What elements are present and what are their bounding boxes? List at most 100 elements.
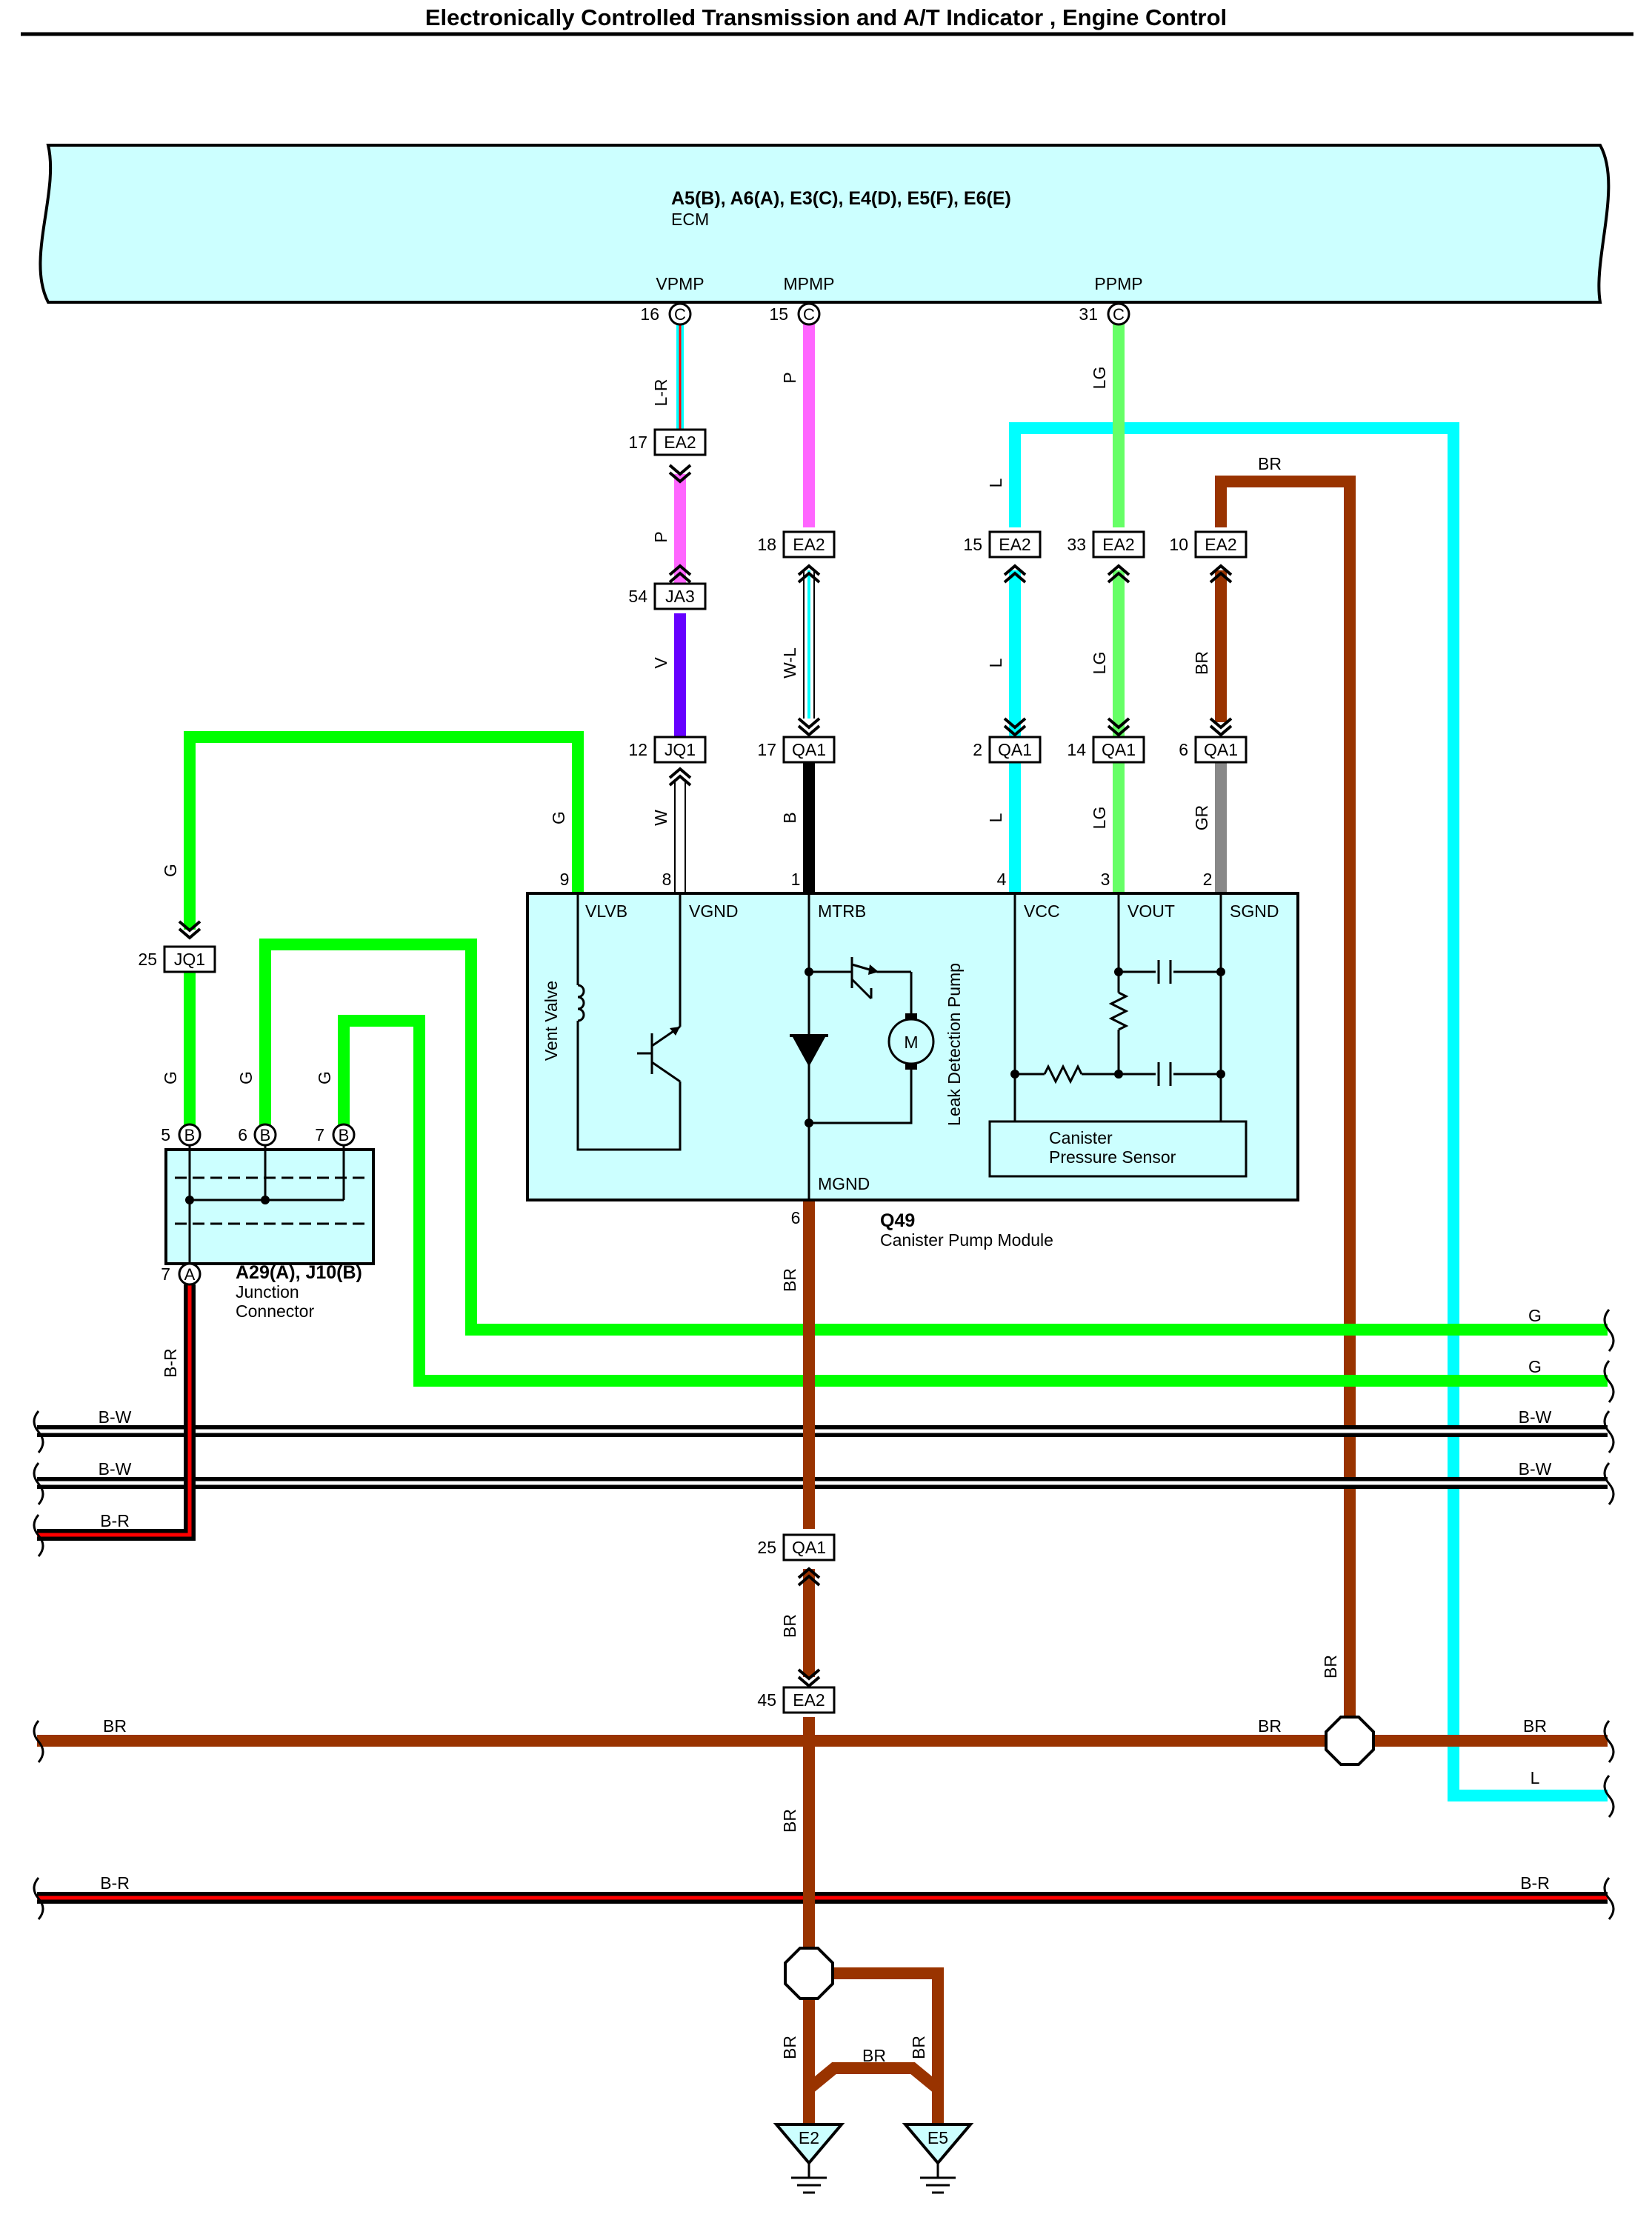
svg-text:10: 10 <box>1169 535 1188 554</box>
label-g-vlvb: G <box>549 811 568 824</box>
pin-4: 4 <box>997 870 1007 889</box>
label-g-5: G <box>161 1071 180 1084</box>
terminal-mtrb: MTRB <box>818 901 866 921</box>
svg-text:JA3: JA3 <box>665 587 695 606</box>
label-g-6: G <box>236 1071 256 1084</box>
label-br-right-vert: BR <box>1321 1655 1340 1679</box>
label-l-right: L <box>1531 1768 1540 1787</box>
wire-break-marks <box>33 1309 1615 1920</box>
svg-text:14: 14 <box>1067 740 1086 759</box>
svg-text:EA2: EA2 <box>999 535 1030 554</box>
svg-text:QA1: QA1 <box>1204 740 1238 759</box>
wire-l <box>1009 422 1608 1801</box>
connector-qa1-2: QA1 2 <box>973 736 1042 764</box>
junction-pin-7a: A7 <box>161 1262 201 1286</box>
ecm-connectors: A5(B), A6(A), E3(C), E4(D), E5(F), E6(E) <box>671 188 1011 209</box>
ecm-name: ECM <box>671 210 709 229</box>
svg-text:QA1: QA1 <box>792 1538 826 1557</box>
connector-ea2-45: EA2 45 <box>757 1686 836 1714</box>
svg-text:QA1: QA1 <box>998 740 1032 759</box>
svg-text:45: 45 <box>757 1690 776 1710</box>
pin-6: 6 <box>791 1208 801 1227</box>
svg-text:EA2: EA2 <box>793 1690 825 1710</box>
module-name: Canister Pump Module <box>880 1230 1053 1250</box>
pin-8: 8 <box>662 870 672 889</box>
label-b-w-right-1: B-W <box>1519 1407 1552 1427</box>
svg-text:7: 7 <box>315 1125 324 1144</box>
connector-chevrons <box>178 464 1233 1688</box>
label-v: V <box>651 657 670 669</box>
junction-pin-5: B5 <box>161 1123 201 1147</box>
svg-text:QA1: QA1 <box>792 740 826 759</box>
label-p-2: P <box>780 372 799 383</box>
motor-label: M <box>904 1033 918 1052</box>
wire-b-r <box>37 1284 1608 1904</box>
svg-text:QA1: QA1 <box>1102 740 1136 759</box>
svg-text:12: 12 <box>628 740 647 759</box>
label-br-left: BR <box>103 1716 127 1736</box>
label-g-7: G <box>315 1071 334 1084</box>
svg-text:54: 54 <box>628 587 647 606</box>
svg-text:7: 7 <box>161 1264 170 1284</box>
ecm-pin-mpmp: C 15 <box>769 302 821 326</box>
svg-text:6: 6 <box>238 1125 247 1144</box>
ecm-terminal-ppmp: PPMP <box>1094 274 1142 293</box>
svg-text:Canister: Canister <box>1049 1128 1113 1147</box>
leak-detection-pump-label: Leak Detection Pump <box>945 963 964 1126</box>
svg-text:17: 17 <box>628 433 647 452</box>
label-p-1: P <box>651 531 670 542</box>
label-b-r-right-2: B-R <box>1520 1873 1550 1893</box>
svg-text:Connector: Connector <box>236 1301 314 1321</box>
svg-text:E2: E2 <box>799 2128 819 2147</box>
label-gr: GR <box>1192 805 1211 831</box>
connector-ea2-10: EA2 10 <box>1169 530 1248 559</box>
label-br-right: BR <box>1523 1716 1547 1736</box>
vent-valve-label: Vent Valve <box>542 981 561 1061</box>
ecm-terminal-vpmp: VPMP <box>656 274 704 293</box>
terminal-vout: VOUT <box>1128 901 1175 921</box>
svg-text:EA2: EA2 <box>1205 535 1236 554</box>
svg-text:B: B <box>260 1126 271 1144</box>
label-br-splice: BR <box>1258 1716 1282 1736</box>
svg-text:E5: E5 <box>927 2128 948 2147</box>
svg-text:EA2: EA2 <box>1102 535 1134 554</box>
connector-ea2-18: EA2 18 <box>757 530 836 559</box>
connector-qa1-25: QA1 25 <box>757 1533 836 1561</box>
terminal-vcc: VCC <box>1024 901 1060 921</box>
label-b-w-right-2: B-W <box>1519 1459 1552 1479</box>
canister-pressure-sensor <box>988 1120 1248 1178</box>
wire-g <box>184 731 1608 1387</box>
ecm-pin-ppmp: C 31 <box>1079 302 1130 326</box>
svg-text:A: A <box>184 1265 196 1284</box>
splice-br-ground <box>784 1947 834 2000</box>
svg-text:18: 18 <box>757 535 776 554</box>
label-b-r-left-1: B-R <box>100 1511 130 1530</box>
module-id: Q49 <box>880 1210 915 1231</box>
junction-connector: B5 B6 B7 A7 A29(A), J10(B) Junction Conn… <box>161 1123 375 1321</box>
label-b-w-left-2: B-W <box>99 1459 132 1479</box>
label-lg-1: LG <box>1090 367 1109 390</box>
connector-ja3-54: JA3 54 <box>628 582 707 610</box>
label-l-3: L <box>986 813 1005 822</box>
label-l-1: L <box>986 478 1005 487</box>
label-b-r-vert: B-R <box>161 1348 180 1378</box>
ecm-pin-vpmp: C 16 <box>640 302 692 326</box>
svg-text:25: 25 <box>757 1538 776 1557</box>
pin-1: 1 <box>791 870 801 889</box>
label-w-l: W-L <box>780 647 799 679</box>
svg-text:33: 33 <box>1067 535 1086 554</box>
label-l-2: L <box>986 658 1005 667</box>
page-title: Electronically Controlled Transmission a… <box>425 4 1227 30</box>
svg-text:2: 2 <box>973 740 982 759</box>
svg-text:EA2: EA2 <box>793 535 825 554</box>
svg-text:B: B <box>184 1126 196 1144</box>
wire-mpmp <box>803 323 815 893</box>
label-b-w-left-1: B-W <box>99 1407 132 1427</box>
junction-pin-7b: B7 <box>315 1123 356 1147</box>
svg-text:C: C <box>1113 305 1125 324</box>
wire-br-upper <box>1215 476 1356 1739</box>
